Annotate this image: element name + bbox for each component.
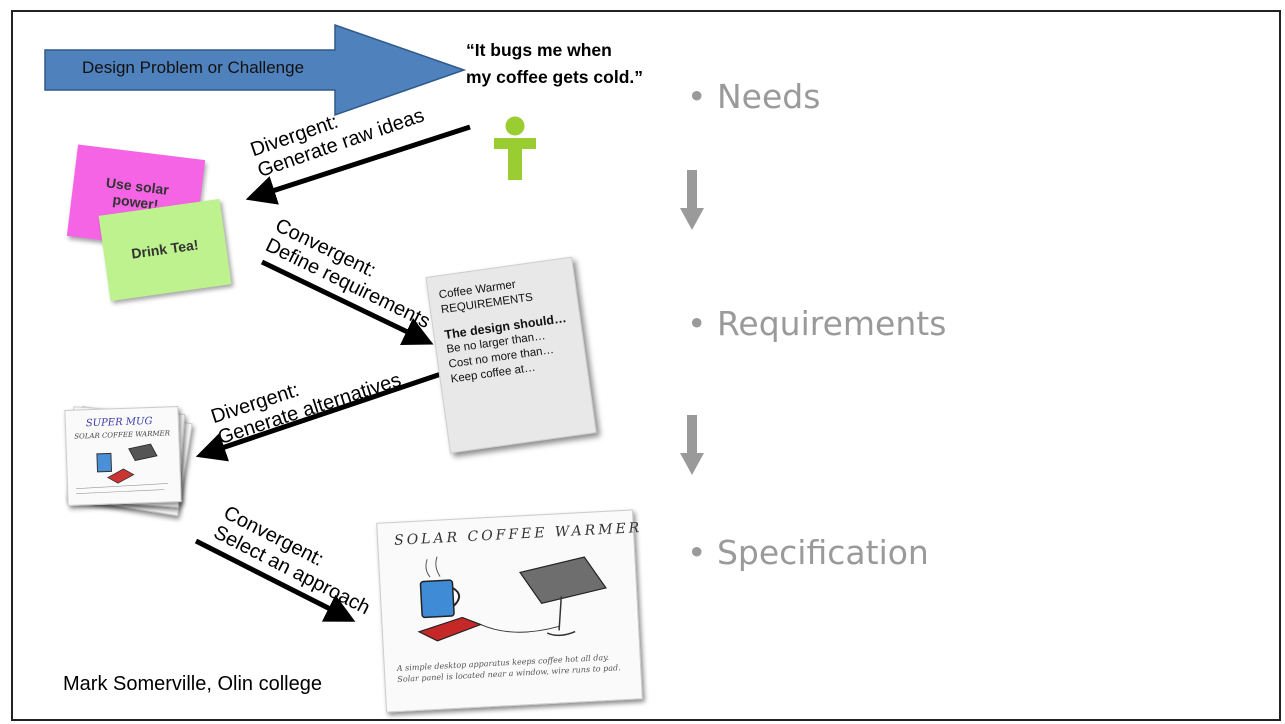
- banner-label: Design Problem or Challenge: [81, 58, 305, 77]
- down-arrow-icon: [680, 170, 704, 230]
- user-quote: “It bugs me when my coffee gets cold.”: [466, 37, 643, 91]
- quote-line-2: my coffee gets cold.”: [466, 67, 643, 87]
- process-arrows: [194, 124, 471, 622]
- heating-pad-icon: [417, 616, 483, 642]
- sticky-note-green: Drink Tea!: [98, 198, 232, 302]
- down-arrow-icon: [680, 415, 704, 475]
- requirements-card: Coffee Warmer REQUIREMENTS The design sh…: [425, 256, 597, 454]
- person-icon: [494, 116, 536, 180]
- stage-specification: • Specification: [687, 533, 929, 572]
- sketch-large-drawing: [417, 556, 607, 642]
- stage-specification-label: Specification: [716, 533, 929, 572]
- stage-needs-label: Needs: [716, 77, 821, 116]
- arrow-define-requirements: [260, 259, 434, 346]
- credit-text: Mark Somerville, Olin college: [63, 673, 322, 695]
- stage-needs: • Needs: [687, 77, 821, 116]
- arrow-select-approach: [194, 538, 356, 622]
- design-problem-arrow: [44, 24, 467, 117]
- mug-icon: [419, 579, 455, 619]
- sketch-large: SOLAR COFFEE WARMER A simple desktop app…: [376, 509, 643, 713]
- stage-requirements-label: Requirements: [716, 304, 947, 343]
- arrow-generate-ideas: [245, 124, 471, 205]
- arrow-generate-alternatives: [195, 370, 445, 462]
- solar-panel-icon: [518, 556, 607, 604]
- stage-requirements: • Requirements: [687, 304, 947, 343]
- slide: [11, 10, 1281, 721]
- quote-line-1: “It bugs me when: [466, 40, 612, 60]
- sketch-small-drawing: [76, 443, 169, 494]
- sketch-small: SUPER MUG SOLAR COFFEE WARMER: [64, 406, 182, 506]
